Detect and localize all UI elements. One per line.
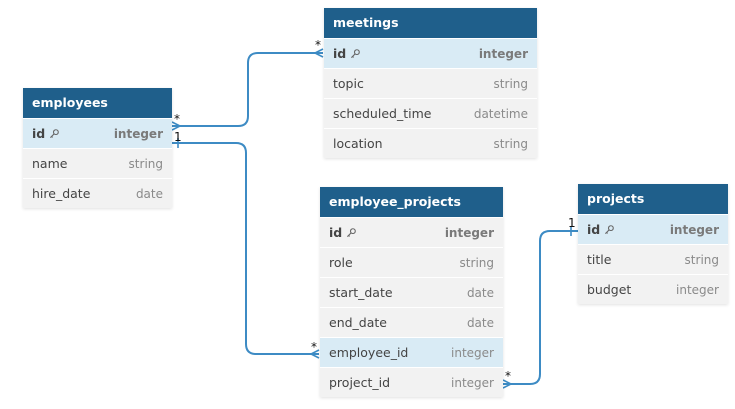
field-name: project_id [329, 375, 391, 390]
field-type: integer [451, 375, 494, 390]
field-name: hire_date [32, 186, 91, 201]
field-name: employee_id [329, 345, 409, 360]
field-type: date [466, 315, 494, 330]
field-type: integer [676, 282, 719, 297]
key-icon [605, 225, 615, 235]
field-row-name[interactable]: name string [23, 148, 172, 178]
card-employees-employee-projects-from: 1 [174, 130, 182, 144]
key-icon [50, 129, 60, 139]
card-employees-meetings-to: * [315, 38, 321, 52]
field-type: string [459, 255, 494, 270]
field-name: scheduled_time [333, 106, 432, 121]
crowfoot-employee-projects-employee-id [309, 349, 320, 359]
crowfoot-employees-meetings-start [171, 121, 182, 131]
table-title[interactable]: employee_projects [320, 187, 503, 217]
field-row-id[interactable]: id integer [324, 38, 537, 68]
field-name: id [333, 46, 347, 61]
link-employees-meetings [172, 52, 323, 127]
field-row-id[interactable]: id integer [23, 118, 172, 148]
field-row-role[interactable]: role string [320, 247, 503, 277]
field-type: string [493, 136, 528, 151]
field-row-end-date[interactable]: end_date date [320, 307, 503, 337]
field-row-hire-date[interactable]: hire_date date [23, 178, 172, 208]
field-row-id[interactable]: id integer [578, 214, 728, 244]
field-row-id[interactable]: id integer [320, 217, 503, 247]
field-row-title[interactable]: title string [578, 244, 728, 274]
field-type: date [135, 186, 163, 201]
crowfoot-employee-projects-project-id [502, 379, 513, 389]
field-name: topic [333, 76, 364, 91]
table-title[interactable]: projects [578, 184, 728, 214]
link-projects-employee-projects [503, 230, 578, 385]
field-row-location[interactable]: location string [324, 128, 537, 158]
field-row-topic[interactable]: topic string [324, 68, 537, 98]
field-row-start-date[interactable]: start_date date [320, 277, 503, 307]
field-type: string [684, 252, 719, 267]
field-name: role [329, 255, 353, 270]
field-name: end_date [329, 315, 387, 330]
field-type: string [493, 76, 528, 91]
field-type: string [128, 156, 163, 171]
field-name: id [587, 222, 601, 237]
field-name: id [329, 225, 343, 240]
key-icon [351, 49, 361, 59]
field-name: name [32, 156, 68, 171]
field-row-scheduled-time[interactable]: scheduled_time datetime [324, 98, 537, 128]
key-icon [347, 228, 357, 238]
card-employees-employee-projects-to: * [311, 340, 317, 354]
table-meetings[interactable]: meetings id integer topic string schedul… [324, 8, 537, 158]
table-projects[interactable]: projects id integer title string budget … [578, 184, 728, 304]
field-name: title [587, 252, 612, 267]
field-type: integer [669, 222, 719, 237]
field-type: date [466, 285, 494, 300]
field-row-budget[interactable]: budget integer [578, 274, 728, 304]
field-type: datetime [473, 106, 528, 121]
field-row-employee-id[interactable]: employee_id integer [320, 337, 503, 367]
card-projects-employee-projects-to: * [505, 369, 511, 383]
table-employee-projects[interactable]: employee_projects id integer role string… [320, 187, 503, 397]
card-employees-meetings-from: * [174, 112, 180, 126]
field-type: integer [478, 46, 528, 61]
field-name: budget [587, 282, 632, 297]
card-projects-employee-projects-from: 1 [568, 216, 576, 230]
crowfoot-employees-meetings-end [313, 48, 324, 58]
field-type: integer [444, 225, 494, 240]
field-type: integer [451, 345, 494, 360]
field-type: integer [113, 126, 163, 141]
field-row-project-id[interactable]: project_id integer [320, 367, 503, 397]
table-employees[interactable]: employees id integer name string hire_da… [23, 88, 172, 208]
link-employees-employee-projects [172, 142, 319, 355]
table-title[interactable]: employees [23, 88, 172, 118]
field-name: location [333, 136, 383, 151]
field-name: start_date [329, 285, 393, 300]
table-title[interactable]: meetings [324, 8, 537, 38]
field-name: id [32, 126, 46, 141]
